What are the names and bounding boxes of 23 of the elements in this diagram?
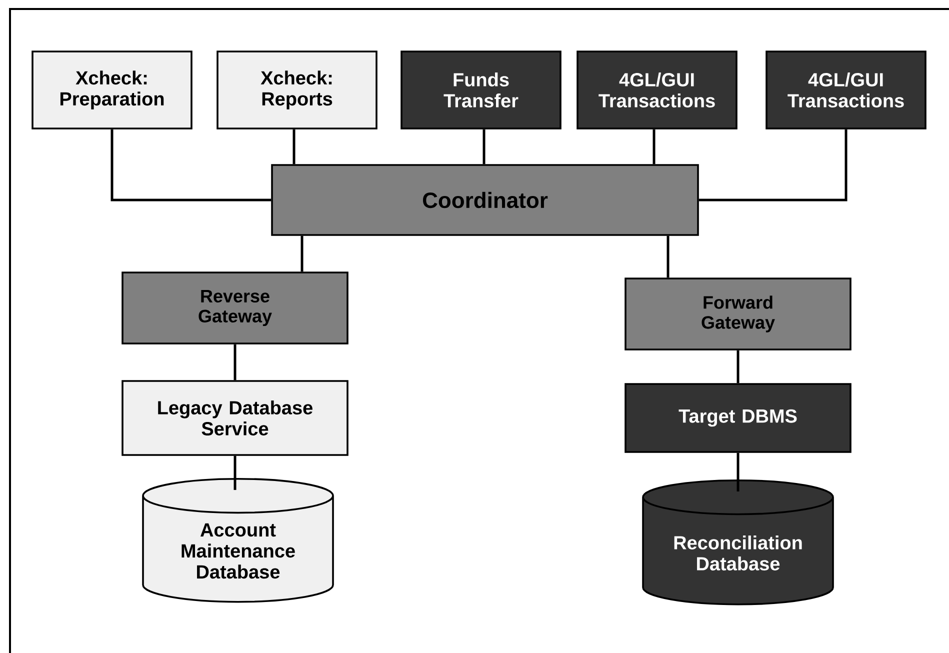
connector-line bbox=[652, 129, 656, 164]
process-box: Funds Transfer bbox=[400, 50, 562, 130]
process-box: Xcheck: Preparation bbox=[32, 50, 192, 130]
process-box: Reverse Gateway bbox=[122, 272, 348, 344]
process-box: Legacy Database Service bbox=[122, 380, 348, 456]
connector-line bbox=[482, 129, 486, 164]
process-box: Coordinator bbox=[271, 164, 699, 236]
connector-line bbox=[300, 236, 304, 272]
process-box: 4GL/GUI Transactions bbox=[576, 50, 738, 130]
process-box: Forward Gateway bbox=[624, 278, 852, 350]
process-box: Xcheck: Reports bbox=[216, 50, 378, 130]
database-cylinder: Reconciliation Database bbox=[642, 479, 834, 606]
connector-line bbox=[292, 129, 296, 164]
connector-line bbox=[666, 236, 670, 278]
database-cylinder: Account Maintenance Database bbox=[142, 478, 334, 603]
connector-line bbox=[234, 344, 236, 380]
process-box: Target DBMS bbox=[624, 383, 852, 453]
connector-line bbox=[698, 129, 848, 202]
connector-line bbox=[234, 456, 236, 490]
connector-line bbox=[736, 350, 740, 384]
connector-line bbox=[736, 452, 740, 492]
connector-line bbox=[110, 129, 272, 202]
process-box: 4GL/GUI Transactions bbox=[766, 50, 926, 130]
